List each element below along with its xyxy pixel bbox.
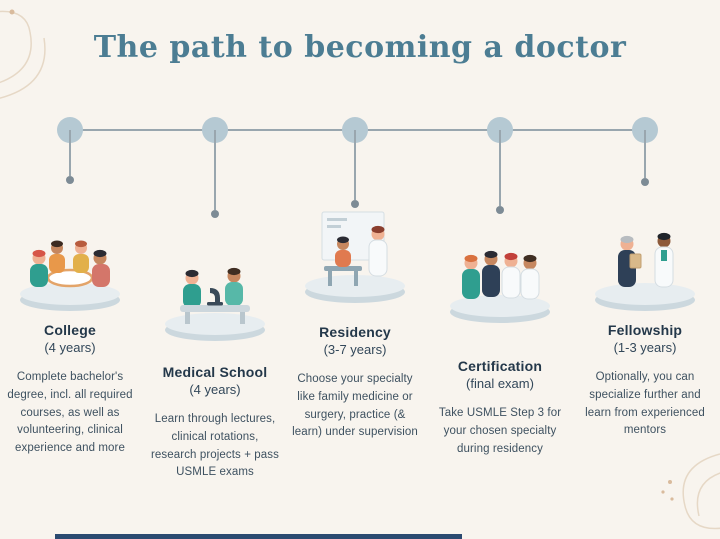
timeline-dot-certification bbox=[496, 206, 504, 214]
stage-text-certification: Certification (final exam) Take USMLE St… bbox=[432, 358, 568, 458]
stage-duration: (3-7 years) bbox=[323, 342, 387, 357]
timeline-stem-fellowship bbox=[644, 130, 646, 178]
timeline-stem-residency bbox=[354, 130, 356, 200]
stage-college: College (4 years) Complete bachelor's de… bbox=[2, 0, 138, 539]
stage-title: Residency bbox=[319, 324, 391, 340]
stage-duration: (1-3 years) bbox=[613, 340, 677, 355]
stage-title: Certification bbox=[457, 358, 543, 374]
stage-certification: Certification (final exam) Take USMLE St… bbox=[432, 0, 568, 539]
group-of-doctors-illustration bbox=[450, 250, 550, 323]
timeline-stem-medical-school bbox=[214, 130, 216, 210]
stage-duration: (4 years) bbox=[44, 340, 96, 355]
stage-description: Learn through lectures, clinical rotatio… bbox=[151, 413, 280, 479]
stage-medical-school: Medical School (4 years) Learn through l… bbox=[147, 0, 283, 539]
page-title: The path to becoming a doctor bbox=[93, 30, 627, 65]
students-with-microscope-illustration bbox=[165, 267, 265, 341]
stage-fellowship: Fellowship (1-3 years) Optionally, you c… bbox=[577, 0, 713, 539]
stage-duration: (4 years) bbox=[189, 382, 241, 397]
timeline-dot-residency bbox=[351, 200, 359, 208]
stage-description: Complete bachelor's degree, incl. all re… bbox=[7, 371, 133, 455]
bottom-edge-bar bbox=[55, 534, 462, 539]
students-around-table-illustration bbox=[20, 240, 120, 311]
stage-title: Medical School bbox=[162, 364, 268, 380]
stage-duration: (final exam) bbox=[466, 376, 534, 391]
stage-residency: Residency (3-7 years) Choose your specia… bbox=[287, 0, 423, 539]
stage-title: College bbox=[44, 322, 96, 338]
timeline-stem-certification bbox=[499, 130, 501, 206]
stage-text-medical-school: Medical School (4 years) Learn through l… bbox=[147, 364, 283, 482]
mentor-and-doctor-illustration bbox=[595, 232, 695, 311]
stage-description: Choose your specialty like family medici… bbox=[292, 373, 418, 439]
stage-text-residency: Residency (3-7 years) Choose your specia… bbox=[287, 324, 423, 442]
stage-description: Take USMLE Step 3 for your chosen specia… bbox=[438, 407, 562, 455]
timeline-dot-fellowship bbox=[641, 178, 649, 186]
stage-text-college: College (4 years) Complete bachelor's de… bbox=[2, 322, 138, 458]
timeline-dot-college bbox=[66, 176, 74, 184]
stage-description: Optionally, you can specialize further a… bbox=[585, 371, 705, 437]
stage-text-fellowship: Fellowship (1-3 years) Optionally, you c… bbox=[577, 322, 713, 440]
timeline-dot-medical-school bbox=[211, 210, 219, 218]
doctor-examining-patient-illustration bbox=[305, 211, 405, 303]
timeline-stem-college bbox=[69, 130, 71, 176]
stage-title: Fellowship bbox=[607, 322, 683, 338]
